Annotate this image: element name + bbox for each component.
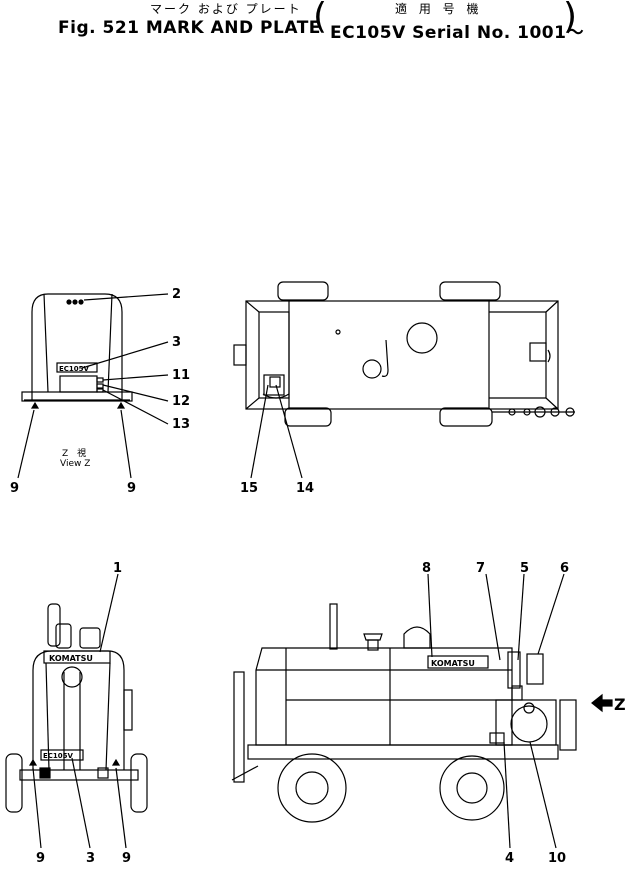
callout-2: 2 [172,287,181,302]
brand-plate-side-text: KOMATSU [431,659,475,668]
brand-plate-front-text: KOMATSU [49,654,93,663]
callout-3-front: 3 [86,851,95,866]
view-z-jp-label: Z 視 [62,447,86,459]
serial-range: EC105V Serial No. 1001～ [330,23,584,43]
model-plate-rear [56,362,98,373]
figure-title: Fig. 521 MARK AND PLATE [58,18,321,38]
view-z-drawing: EC105V [17,293,169,479]
callout-13: 13 [172,417,190,432]
front-view-drawing: KOMATSU EC105V [5,573,148,849]
callout-3: 3 [172,335,181,350]
left-parenthesis: ( [313,0,328,37]
callout-9-front-left: 9 [36,851,45,866]
callout-8: 8 [422,561,431,576]
brand-plate-front [43,650,111,664]
callout-9-view-z-left: 9 [10,481,19,496]
view-z-label: View Z [60,459,90,469]
callout-12: 12 [172,394,190,409]
view-z-arrow-label: Z [614,695,626,714]
callout-11: 11 [172,368,190,383]
side-view-drawing: KOMATSU [231,573,613,849]
callout-9-view-z-right: 9 [127,481,136,496]
callout-4: 4 [505,851,514,866]
top-view-drawing [233,281,575,479]
japanese-applicable-label: 適 用 号 機 [395,2,483,16]
model-plate-front [40,749,84,761]
callout-15: 15 [240,481,258,496]
callout-7: 7 [476,561,485,576]
callout-14: 14 [296,481,314,496]
model-plate-front-text: EC105V [43,752,74,760]
callout-9-front-right: 9 [122,851,131,866]
model-plate-rear-text: EC105V [59,365,90,373]
callout-10: 10 [548,851,566,866]
brand-plate-side [427,655,489,669]
view-z-arrow-icon [591,693,613,713]
callout-1: 1 [113,561,122,576]
right-parenthesis: ) [563,0,578,37]
japanese-title: マーク および プレート [150,2,302,16]
callout-5: 5 [520,561,529,576]
callout-6: 6 [560,561,569,576]
